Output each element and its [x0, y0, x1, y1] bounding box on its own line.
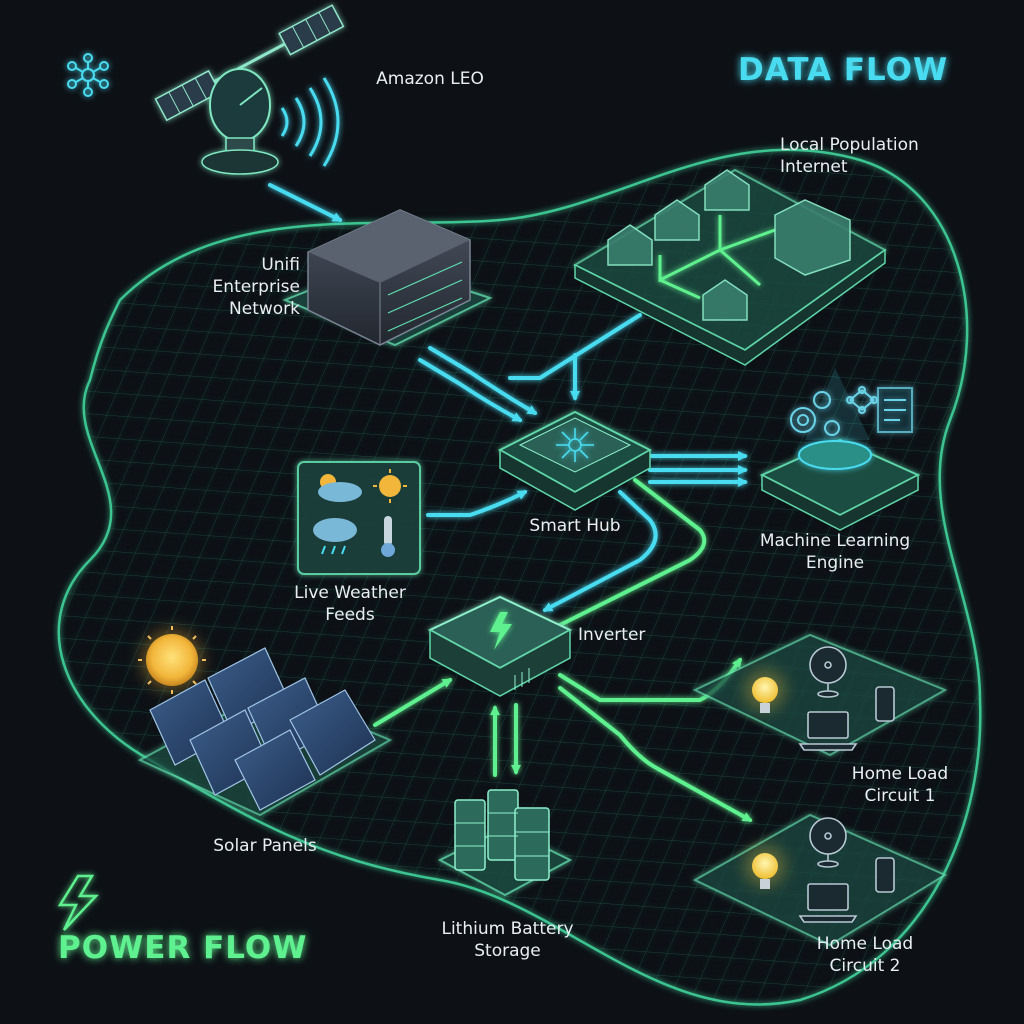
hub-icon [497, 410, 653, 511]
arrow-solar-to-inverter [373, 678, 453, 727]
fan-icon [809, 817, 847, 868]
hub-label: Smart Hub [529, 516, 621, 536]
laptop-icon [798, 711, 858, 751]
arrow-network-to-hub-2 [418, 358, 523, 422]
fan-icon [809, 646, 847, 698]
data-flow-title: DATA FLOW [738, 52, 949, 88]
satellite-label: Amazon LEO [376, 69, 484, 89]
population-label: Local Population Internet [780, 135, 919, 177]
weather-icon [297, 461, 421, 575]
network-label: Unifi Enterprise Network [212, 255, 300, 319]
sun-cloud-icon [318, 474, 362, 502]
arrow-satellite-to-network [268, 183, 343, 222]
arrow-weather-to-hub [426, 490, 528, 517]
weather-label: Live Weather Feeds [294, 583, 406, 625]
thermometer-icon [381, 516, 395, 557]
inverter-label: Inverter [578, 625, 646, 645]
battery-icon [437, 789, 573, 897]
laptop-icon [798, 883, 858, 923]
load1-label: Home Load Circuit 1 [851, 764, 949, 806]
lightning-icon [490, 612, 512, 650]
solar-label: Solar Panels [213, 836, 317, 856]
server-rack-icon [282, 209, 493, 347]
rain-cloud-icon [313, 518, 357, 555]
battery-label: Lithium Battery Storage [441, 919, 574, 961]
network-nodes-icon [67, 53, 109, 97]
bulb-icon [745, 670, 785, 713]
appliances-icon [692, 633, 948, 757]
arrow-network-to-hub-1 [428, 346, 538, 415]
phone-icon [875, 686, 895, 722]
load2-label: Home Load Circuit 2 [816, 934, 914, 976]
phone-icon [875, 857, 895, 893]
appliances-icon [692, 813, 948, 947]
sun-icon [138, 626, 206, 694]
ml-label: Machine Learning Engine [759, 531, 911, 573]
gears-neural-icon [759, 368, 921, 531]
bulb-icon [745, 846, 785, 889]
arrow-hub-to-inverter [542, 490, 658, 612]
sun-icon [373, 469, 407, 503]
inverter-icon [427, 595, 573, 697]
arrow-inverter-to-load2 [558, 686, 753, 822]
arrow-population-to-hub [508, 313, 642, 380]
satellite-icon [154, 4, 345, 175]
solar-panel-icon [137, 626, 393, 817]
power-flow-title: POWER FLOW [58, 930, 308, 966]
houses-network-icon [572, 168, 887, 366]
arrow-hub-power-to-inverter [558, 478, 707, 627]
data-flow-arrows [268, 183, 748, 612]
lightning-icon [57, 874, 99, 931]
